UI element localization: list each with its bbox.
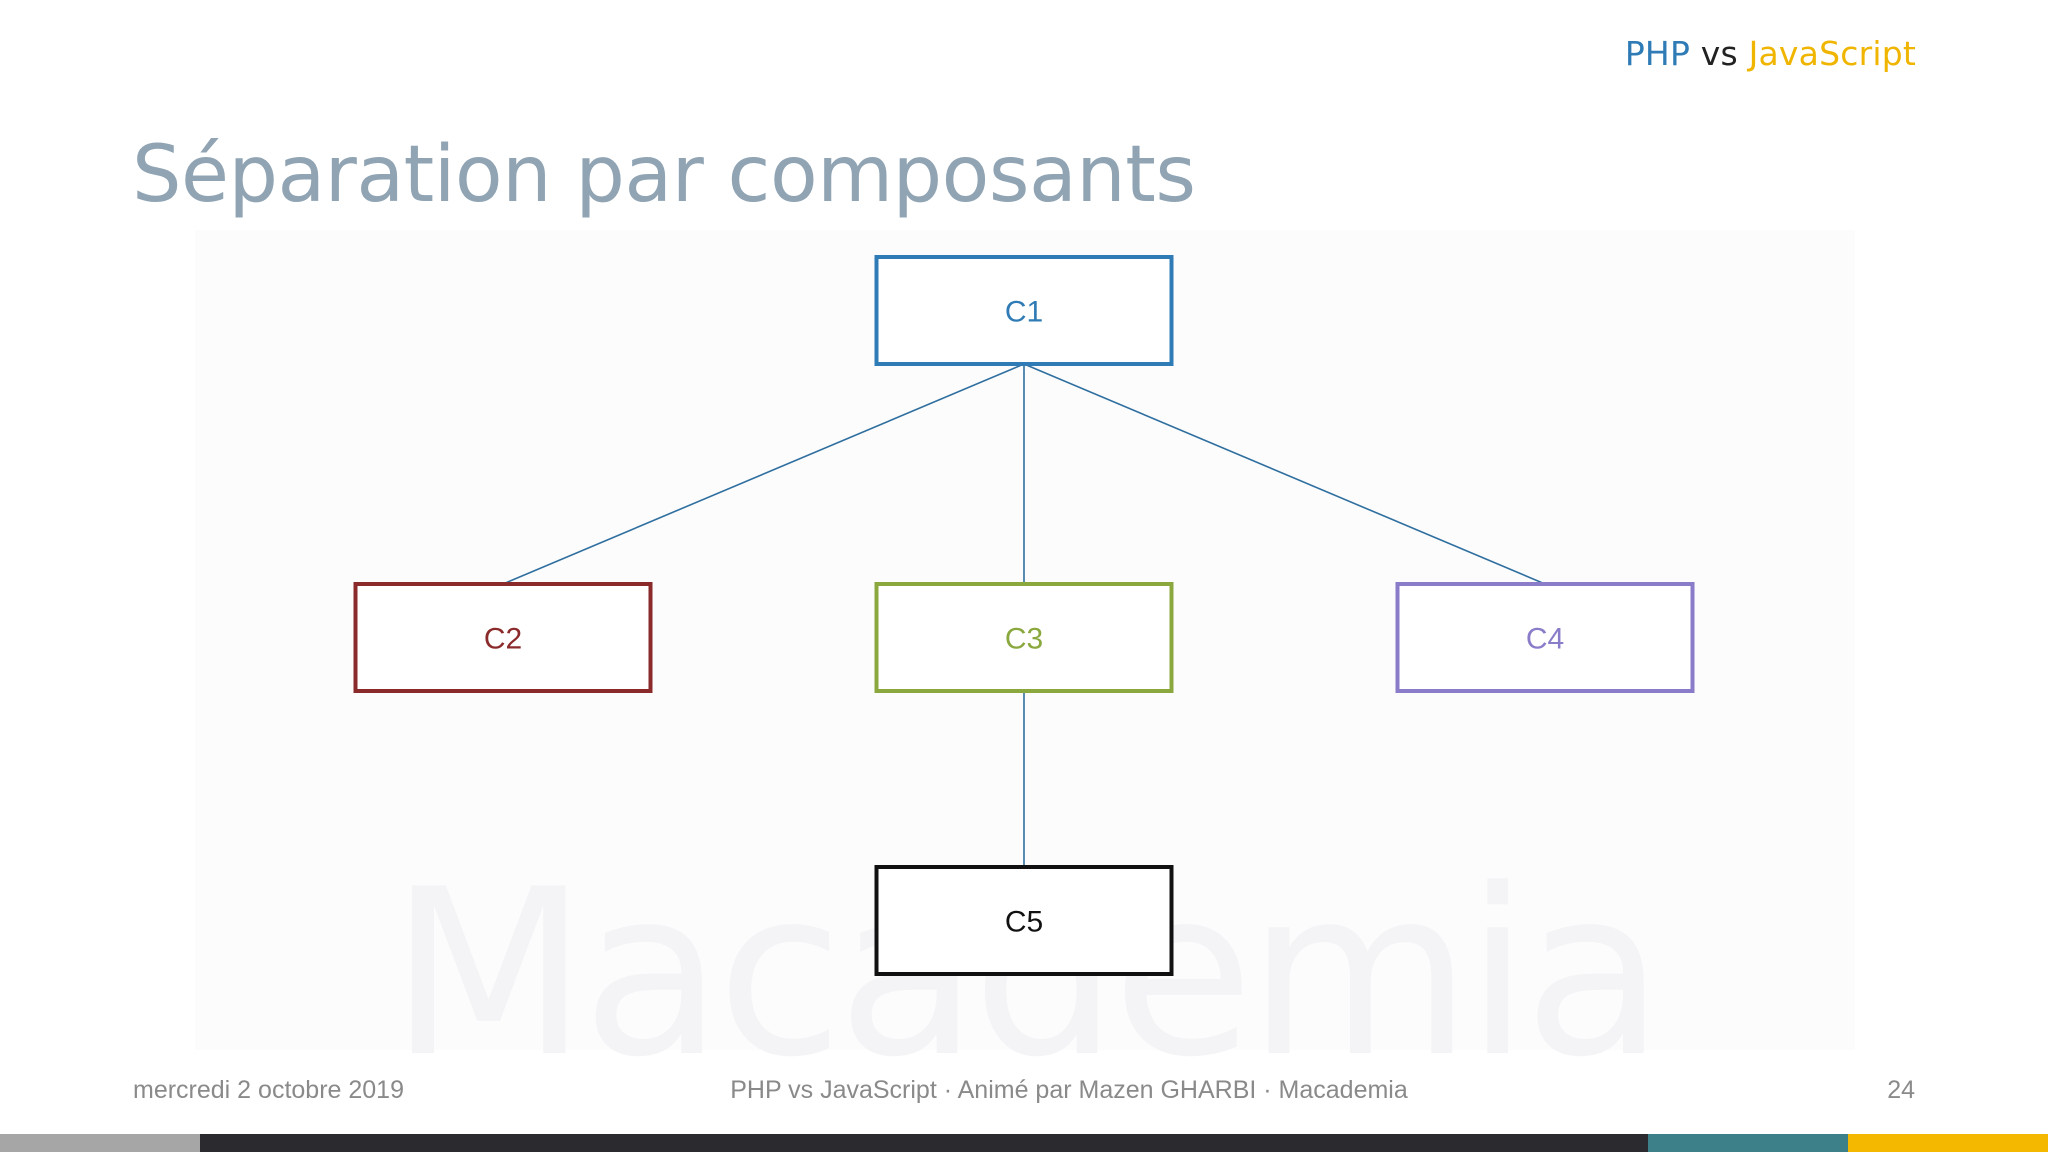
- footer-date: mercredi 2 octobre 2019: [133, 1076, 404, 1104]
- node-label-c5: C5: [1005, 906, 1043, 939]
- node-c3: C3: [874, 582, 1174, 693]
- bottom-color-bar: [0, 1134, 2048, 1152]
- node-label-c3: C3: [1005, 623, 1043, 656]
- node-c4: C4: [1395, 582, 1695, 693]
- bar-segment-yellow: [1848, 1134, 2048, 1152]
- node-box-c5: [874, 865, 1174, 976]
- edge-c1-c4: [1023, 363, 1546, 585]
- node-box-c4: [1395, 582, 1695, 693]
- slide-title: Séparation par composants: [132, 130, 1196, 220]
- node-label-c4: C4: [1526, 623, 1564, 656]
- brand-vs: vs: [1700, 34, 1738, 73]
- node-c5: C5: [874, 865, 1174, 976]
- bar-segment-gray: [0, 1134, 200, 1152]
- header-brand: PHP vs JavaScript: [1625, 34, 1916, 73]
- footer-center-text: PHP vs JavaScript · Animé par Mazen GHAR…: [730, 1076, 1408, 1104]
- bar-segment-dark: [200, 1134, 1648, 1152]
- node-c2: C2: [353, 582, 653, 693]
- node-c1: C1: [874, 255, 1174, 366]
- edges-layer: [502, 363, 1546, 867]
- node-label-c2: C2: [484, 623, 522, 656]
- node-box-c2: [353, 582, 653, 693]
- node-box-c3: [874, 582, 1174, 693]
- bar-segment-teal: [1648, 1134, 1848, 1152]
- node-box-c1: [874, 255, 1174, 366]
- edge-c1-c2: [502, 363, 1025, 585]
- brand-php: PHP: [1624, 34, 1691, 73]
- page-number: 24: [1887, 1076, 1915, 1104]
- brand-js: JavaScript: [1748, 34, 1916, 73]
- node-label-c1: C1: [1005, 296, 1043, 329]
